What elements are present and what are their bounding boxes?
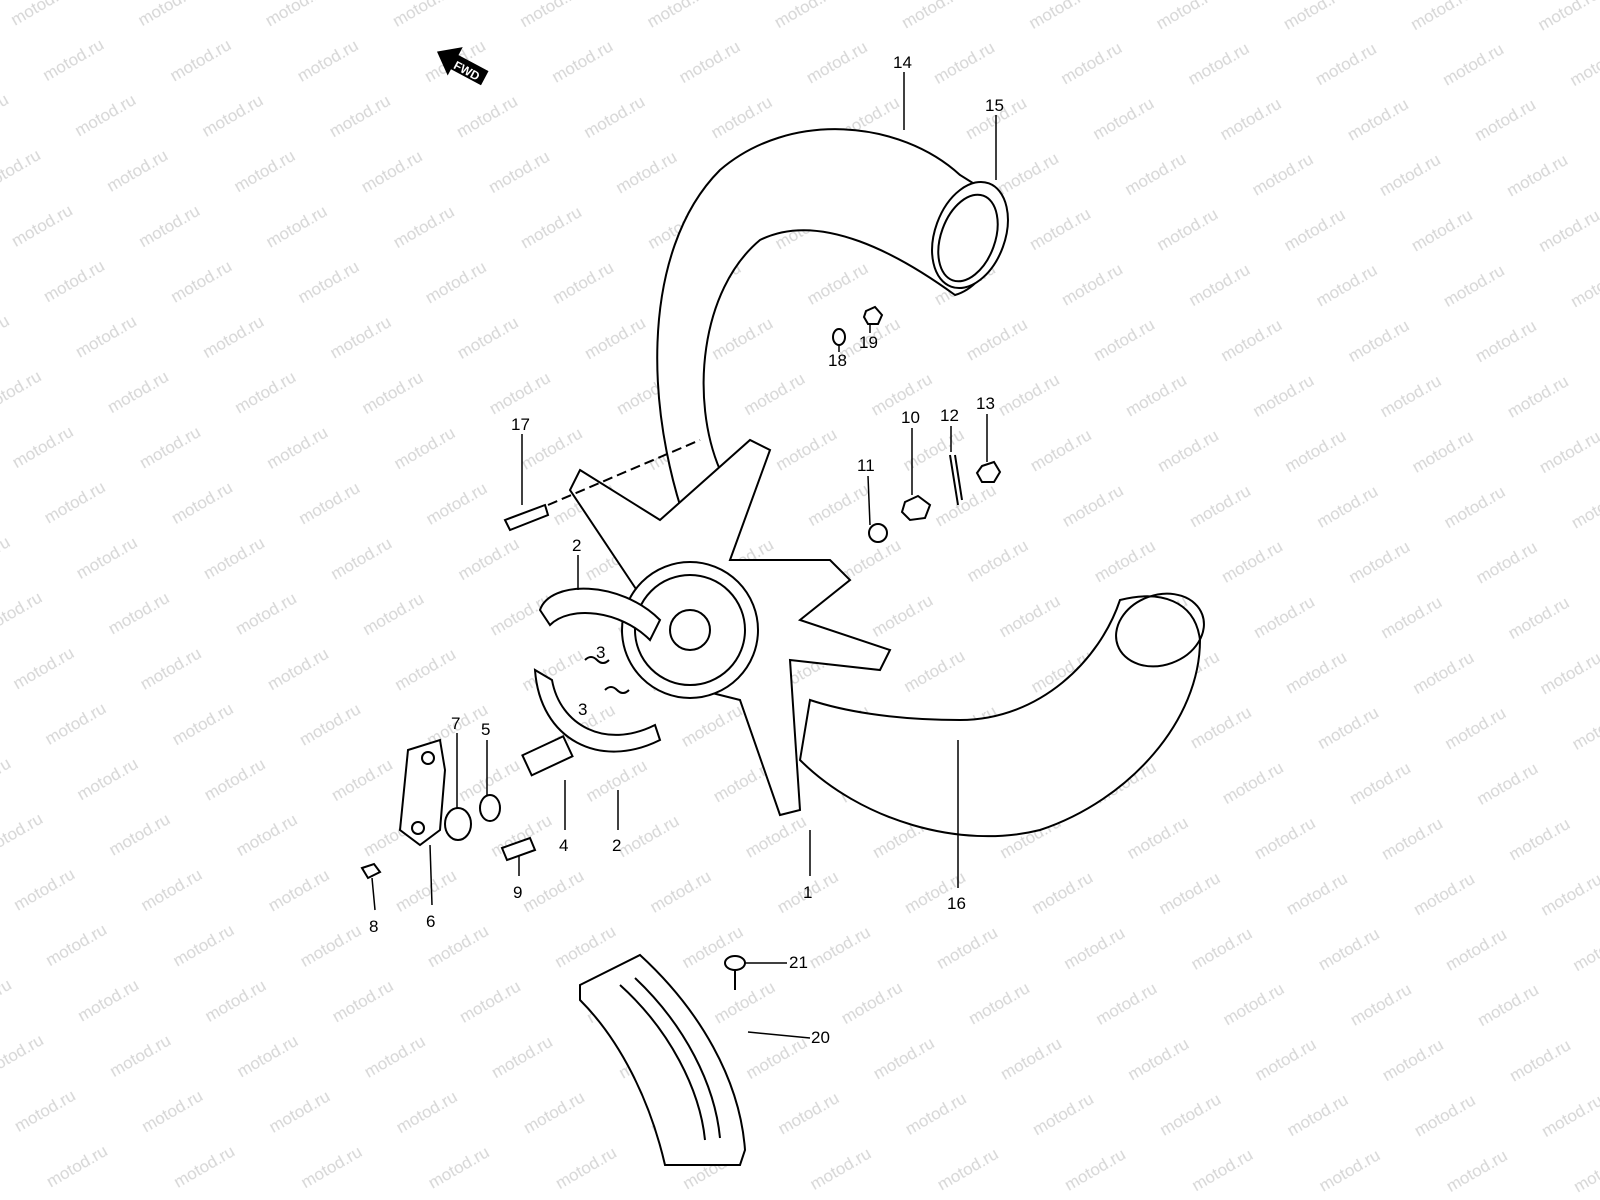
callout-3b: 3 [578,700,587,719]
callout-12: 12 [940,406,959,425]
nut-8 [360,862,382,880]
callout-19: 19 [859,333,878,352]
fwd-arrow-icon: FWD [436,47,489,86]
nut-19 [862,305,884,325]
cotter-pin-12 [949,454,963,506]
callout-13: 13 [976,394,995,413]
brake-shoes [533,587,662,753]
callout-2: 2 [572,536,581,555]
callout-8: 8 [369,917,378,936]
bolt-17 [503,503,550,532]
washer-11 [868,523,888,543]
callout-20: 20 [811,1028,830,1047]
callout-2b: 2 [612,836,621,855]
chain-guard [579,953,747,1166]
callout-9: 9 [513,883,522,902]
leader-lines [371,72,997,1039]
callout-5: 5 [481,720,490,739]
hub-spider [568,438,892,817]
callout-14: 14 [893,53,912,72]
cam-shaft [521,734,574,777]
nut-13 [975,460,1002,483]
tire-lower [798,592,1205,838]
callout-4: 4 [559,836,568,855]
washer-5 [479,794,501,822]
brake-lever [398,738,447,847]
callout-3: 3 [596,643,605,662]
callout-17: 17 [511,415,530,434]
tire-upper [656,128,1009,564]
callout-15: 15 [985,96,1004,115]
callout-18: 18 [828,351,847,370]
nut-10 [900,494,932,522]
washer-7 [444,807,472,841]
callout-10: 10 [901,408,920,427]
callout-11: 11 [857,456,875,475]
callout-7: 7 [451,714,460,733]
callout-16: 16 [947,894,966,913]
bolt-9 [500,836,537,862]
callout-21: 21 [789,953,808,972]
callout-1: 1 [803,883,812,902]
callout-6: 6 [426,912,435,931]
